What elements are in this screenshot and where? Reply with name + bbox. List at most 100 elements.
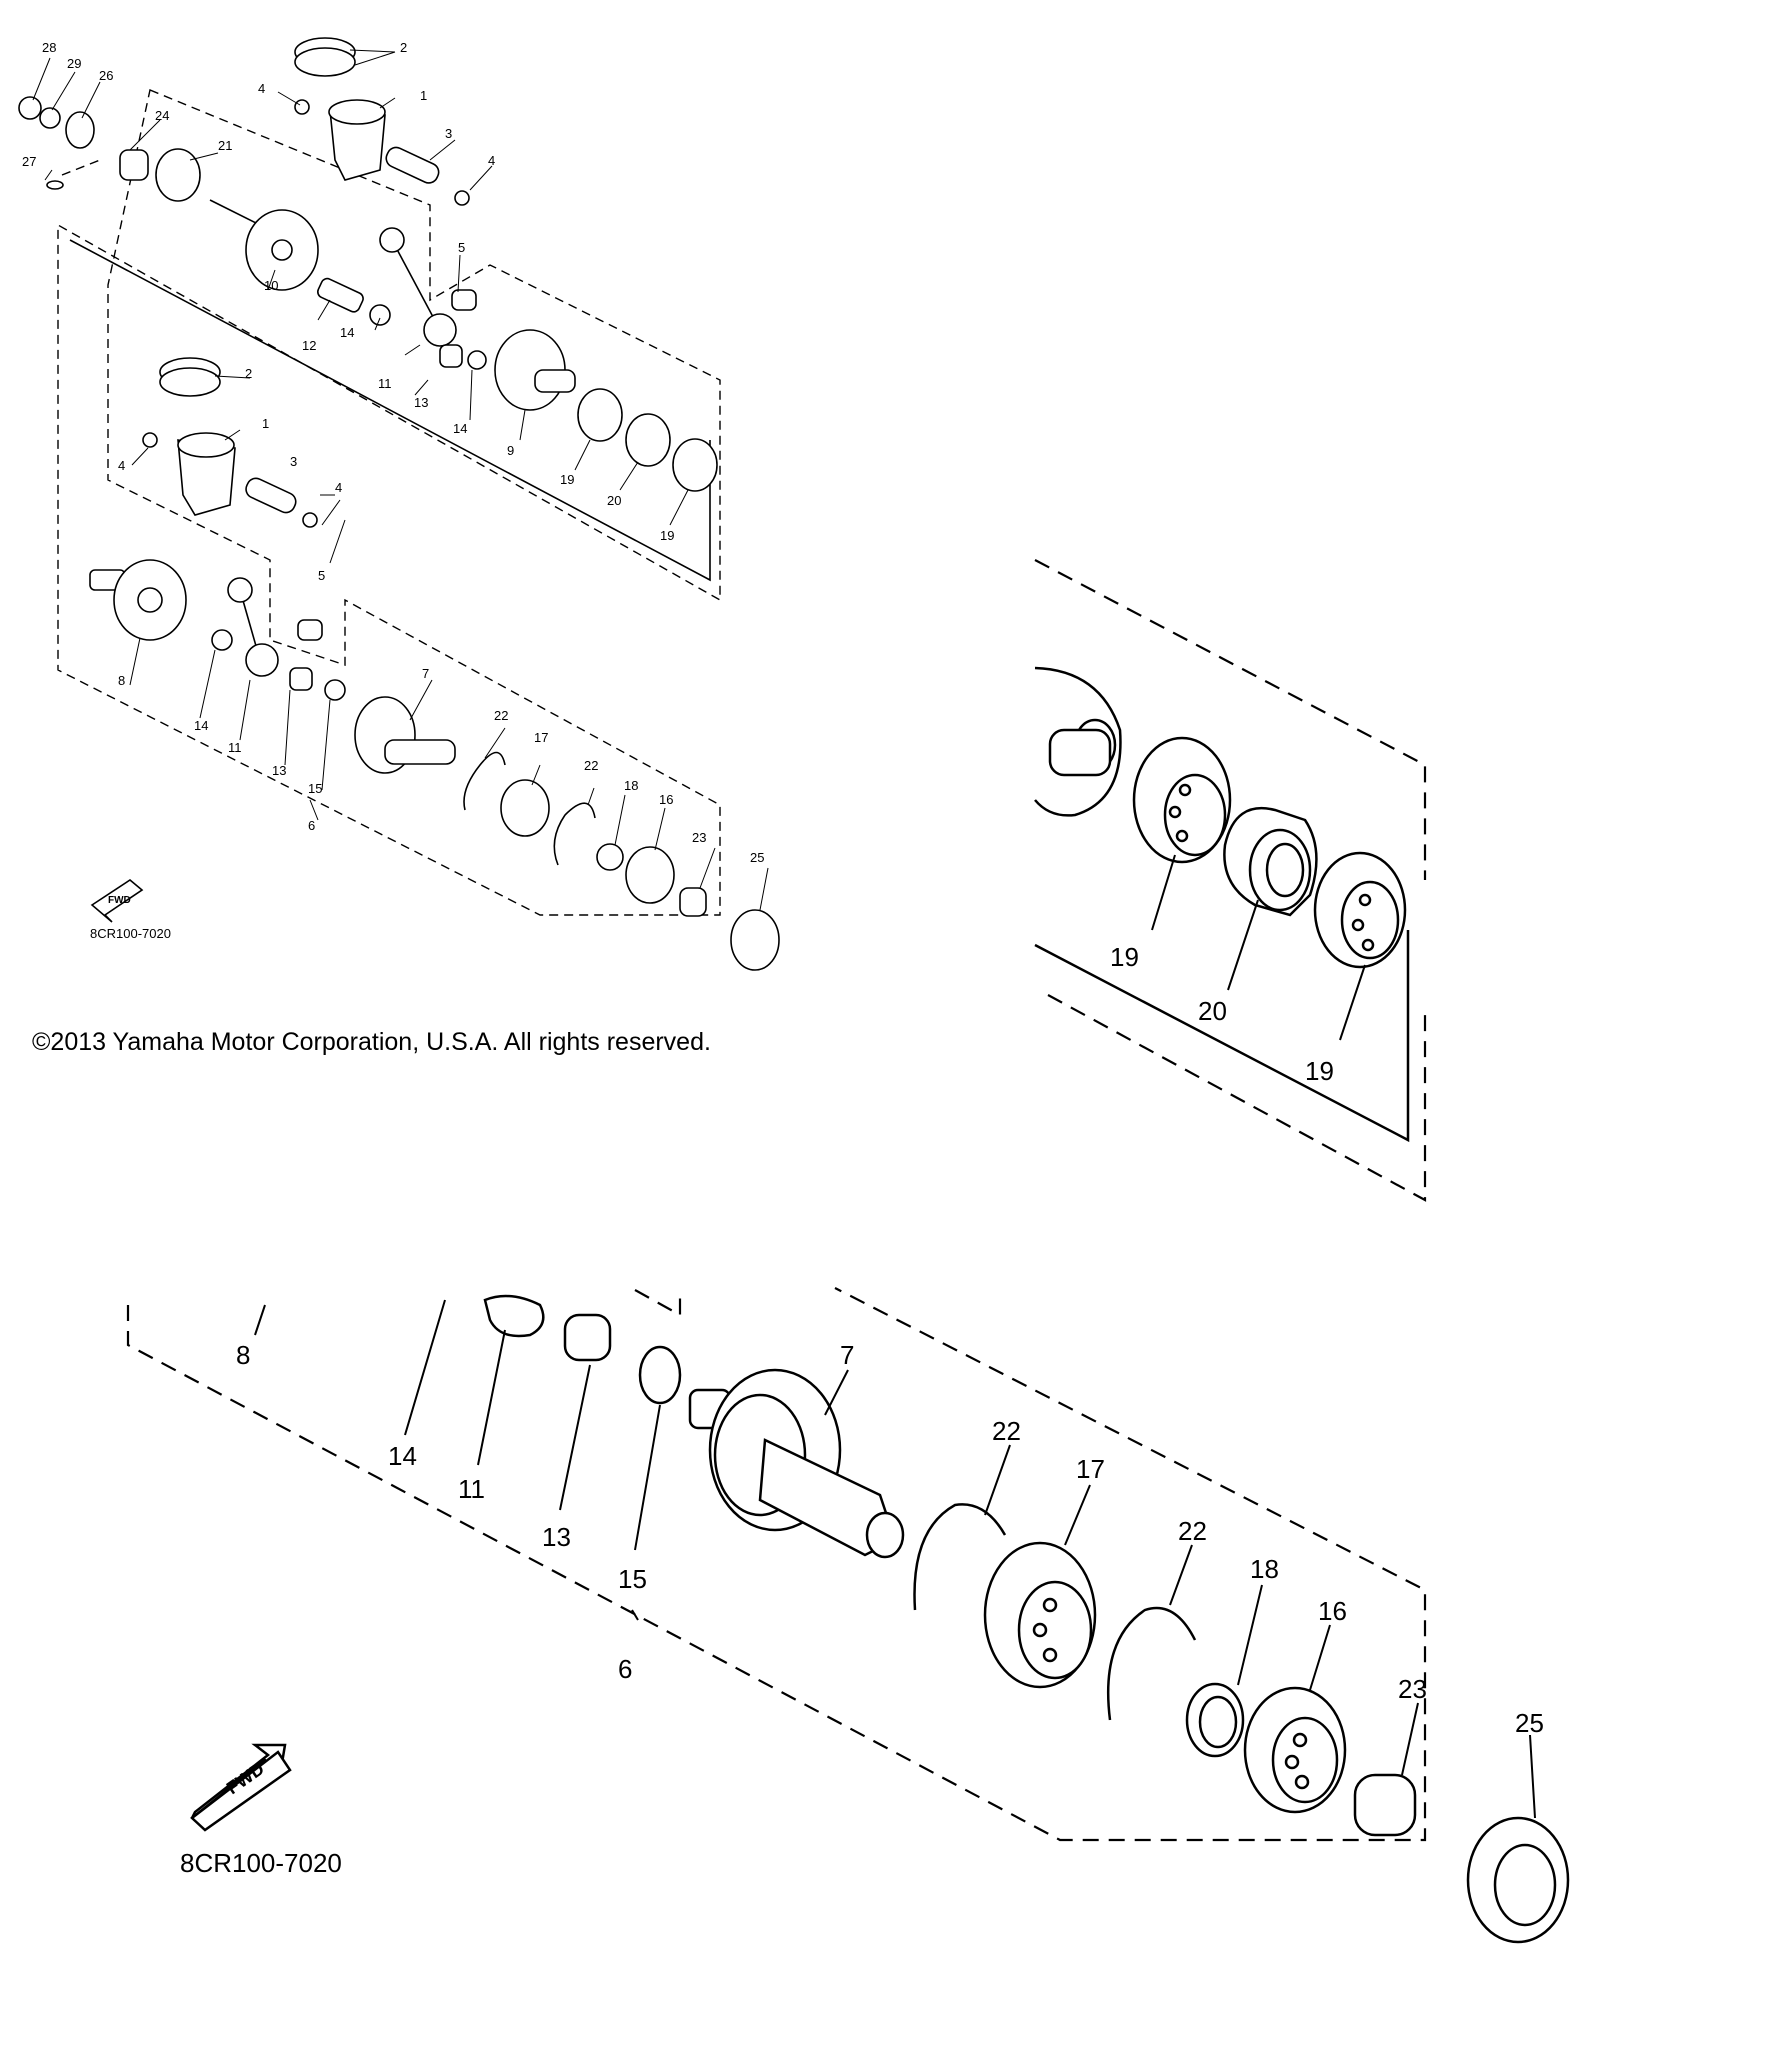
svg-text:1: 1 (420, 88, 427, 103)
svg-text:6: 6 (308, 818, 315, 833)
svg-text:28: 28 (42, 40, 56, 55)
needle-bearing-small-end-upper (451, 289, 477, 311)
piston-pin-upper (385, 146, 440, 184)
svg-text:26: 26 (99, 68, 113, 83)
detail-view-crank-right: FWD 8CR100-7020 8 14 11 13 15 6 7 22 17 … (126, 1287, 1570, 1944)
bearing-19-detail-a (1132, 736, 1232, 864)
callout-25-detail: 25 (1515, 1708, 1544, 1738)
svg-text:22: 22 (494, 708, 508, 723)
bearing-19-detail-b (1313, 851, 1407, 969)
svg-text:3: 3 (290, 454, 297, 469)
callouts-small: 28 29 26 27 24 21 2 4 1 3 4 5 10 12 14 1… (22, 40, 764, 865)
svg-text:25: 25 (750, 850, 764, 865)
callout-23-detail: 23 (1398, 1674, 1427, 1704)
svg-text:24: 24 (155, 108, 169, 123)
svg-text:3: 3 (445, 126, 452, 141)
needle-bearing-13-detail (563, 1313, 612, 1362)
leader-lines-detail-bottom (254, 1299, 1536, 1819)
svg-text:23: 23 (692, 830, 706, 845)
callout-20-detail: 20 (1198, 996, 1227, 1026)
collar-23-detail (1353, 1773, 1417, 1837)
circlip-lower-left (142, 432, 158, 448)
collar-23 (679, 887, 707, 917)
fwd-arrow-small: FWD (90, 879, 144, 923)
bearing-16-detail (1243, 1686, 1347, 1814)
copyright-notice: ©2013 Yamaha Motor Corporation, U.S.A. A… (32, 1028, 711, 1056)
svg-text:11: 11 (378, 376, 392, 391)
svg-text:27: 27 (22, 154, 36, 169)
svg-text:2: 2 (245, 366, 252, 381)
callout-8-detail: 8 (236, 1340, 250, 1370)
callout-18-detail: 18 (1250, 1554, 1279, 1584)
thrust-washer-c (211, 629, 233, 651)
connecting-rod-upper (379, 227, 457, 347)
washer (39, 107, 61, 129)
svg-text:14: 14 (453, 421, 467, 436)
svg-text:4: 4 (118, 458, 125, 473)
svg-text:15: 15 (308, 781, 322, 796)
crank-7-detail (688, 1368, 905, 1559)
circlip-22a (463, 751, 506, 811)
svg-text:FWD: FWD (108, 895, 131, 906)
leader-lines-small (32, 49, 769, 911)
crank-right (354, 696, 456, 774)
fwd-arrow-large: FWD (190, 1743, 292, 1832)
bearing-19b (672, 438, 718, 492)
callout-14-detail: 14 (388, 1441, 417, 1471)
svg-text:21: 21 (218, 138, 232, 153)
piston-upper (328, 99, 386, 181)
svg-text:16: 16 (659, 792, 673, 807)
oil-seal-25-detail (1466, 1816, 1570, 1944)
needle-bearing-big-end-upper (439, 344, 463, 368)
svg-text:14: 14 (340, 325, 354, 340)
thrust-washer-a (369, 304, 391, 326)
seal-15-detail (638, 1345, 682, 1405)
piston-lower (177, 432, 236, 516)
thrust-washer-b (467, 350, 487, 370)
seal-15 (324, 679, 346, 701)
callout-17-detail: 17 (1076, 1454, 1105, 1484)
svg-text:19: 19 (560, 472, 574, 487)
crank-pin-upper (317, 277, 364, 313)
callout-19-detail-a: 19 (1110, 942, 1139, 972)
callout-22b-detail: 22 (1178, 1516, 1207, 1546)
svg-text:4: 4 (258, 81, 265, 96)
bearing-housing-20-detail (1223, 807, 1318, 917)
svg-text:12: 12 (302, 338, 316, 353)
svg-text:1: 1 (262, 416, 269, 431)
bearing-16 (625, 846, 675, 904)
callout-6-detail: 6 (618, 1654, 632, 1684)
crank-center (494, 329, 576, 411)
svg-text:13: 13 (272, 763, 286, 778)
circlip-22b-detail (1106, 1606, 1197, 1721)
circlip-upper-right (454, 190, 470, 206)
nut (18, 96, 42, 120)
bearing-17-detail (983, 1541, 1097, 1689)
leader-lines-detail-right (1151, 854, 1366, 1041)
woodruff-key (46, 180, 64, 190)
oil-seal-left (65, 111, 95, 149)
svg-text:10: 10 (264, 278, 278, 293)
circlip-upper-left (294, 99, 310, 115)
svg-text:19: 19 (660, 528, 674, 543)
circlip-22a-detail (913, 1503, 1007, 1611)
crank-lower-left (89, 559, 187, 641)
svg-text:22: 22 (584, 758, 598, 773)
svg-text:11: 11 (228, 740, 242, 755)
svg-text:2: 2 (400, 40, 407, 55)
svg-text:14: 14 (194, 718, 208, 733)
crank-upper-left (209, 199, 319, 291)
connecting-rod-lower (227, 577, 279, 677)
svg-text:4: 4 (335, 480, 342, 495)
callout-11-detail: 11 (458, 1474, 485, 1504)
bearing-19a (577, 388, 623, 442)
callout-7-detail: 7 (840, 1340, 854, 1370)
callout-22a-detail: 22 (992, 1416, 1021, 1446)
diagram-code-small: 8CR100-7020 (90, 926, 171, 941)
svg-text:13: 13 (414, 395, 428, 410)
bearing-17 (500, 779, 550, 837)
circlip-22b (553, 802, 596, 866)
piston-rings-lower (159, 357, 221, 397)
overview-diagram: FWD 8CR100-7020 28 29 26 27 24 21 2 4 1 … (18, 37, 780, 971)
